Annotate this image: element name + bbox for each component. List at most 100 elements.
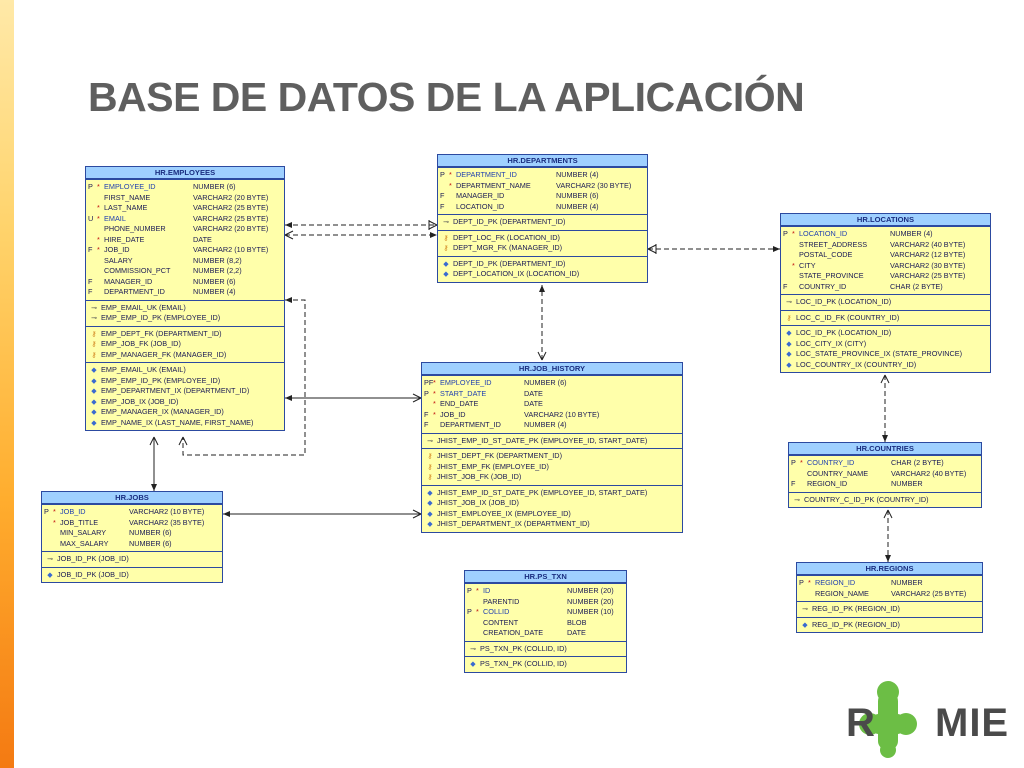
index-row[interactable]: ◆LOC_COUNTRY_IX (COUNTRY_ID) — [781, 360, 990, 371]
foreign-key-row[interactable]: ⚷EMP_DEPT_FK (DEPARTMENT_ID) — [86, 329, 284, 340]
index-row[interactable]: ◆LOC_ID_PK (LOCATION_ID) — [781, 328, 990, 339]
foreign-key-row[interactable]: ⚷JHIST_DEPT_FK (DEPARTMENT_ID) — [422, 451, 682, 462]
index-row[interactable]: ◆EMP_EMP_ID_PK (EMPLOYEE_ID) — [86, 376, 284, 387]
column-type: DATE — [524, 399, 543, 408]
key-row[interactable]: ⊸JOB_ID_PK (JOB_ID) — [42, 554, 222, 565]
column-type: VARCHAR2 (30 BYTE) — [890, 260, 966, 270]
column-name: MIN_SALARY — [60, 528, 107, 537]
index-row[interactable]: ◆EMP_JOB_IX (JOB_ID) — [86, 397, 284, 408]
column-flag: F — [783, 281, 788, 291]
index-row[interactable]: ◆EMP_NAME_IX (LAST_NAME, FIRST_NAME) — [86, 418, 284, 429]
key-row-label: EMP_EMP_ID_PK (EMPLOYEE_ID) — [101, 313, 221, 322]
index-row[interactable]: ◆LOC_CITY_IX (CITY) — [781, 339, 990, 350]
index-row-label: EMP_JOB_IX (JOB_ID) — [101, 396, 179, 406]
foreign-key-row[interactable]: ⚷EMP_MANAGER_FK (MANAGER_ID) — [86, 350, 284, 361]
index-row[interactable]: ◆JHIST_EMPLOYEE_IX (EMPLOYEE_ID) — [422, 509, 682, 520]
column-type: VARCHAR2 (10 BYTE) — [129, 507, 205, 516]
column-name: PHONE_NUMBER — [104, 224, 166, 233]
index-row[interactable]: ◆EMP_MANAGER_IX (MANAGER_ID) — [86, 407, 284, 418]
foreign-key-row[interactable]: ⚷JHIST_JOB_FK (JOB_ID) — [422, 472, 682, 483]
index-icon: ◆ — [786, 351, 792, 358]
key-row[interactable]: ⊸EMP_EMAIL_UK (EMAIL) — [86, 303, 284, 314]
table-header: HR.EMPLOYEES — [86, 167, 284, 179]
index-row[interactable]: ◆PS_TXN_PK (COLLID, ID) — [465, 659, 626, 670]
foreign-key-row[interactable]: ⚷JHIST_EMP_FK (EMPLOYEE_ID) — [422, 462, 682, 473]
index-row[interactable]: ◆DEPT_LOCATION_IX (LOCATION_ID) — [438, 269, 647, 280]
column-name: JOB_ID — [104, 245, 130, 254]
key-row[interactable]: ⊸PS_TXN_PK (COLLID, ID) — [465, 644, 626, 655]
index-row-label: JOB_ID_PK (JOB_ID) — [57, 569, 129, 579]
key-row[interactable]: ⊸JHIST_EMP_ID_ST_DATE_PK (EMPLOYEE_ID, S… — [422, 436, 682, 447]
index-row[interactable]: ◆EMP_DEPARTMENT_IX (DEPARTMENT_ID) — [86, 386, 284, 397]
foreign-key-row[interactable]: ⚷DEPT_LOC_FK (LOCATION_ID) — [438, 233, 647, 244]
index-icon: ◆ — [443, 260, 449, 268]
foreign-key-icon: ⚷ — [443, 234, 449, 242]
foreign-key-row[interactable]: ⚷LOC_C_ID_FK (COUNTRY_ID) — [781, 313, 990, 324]
index-row[interactable]: ◆JHIST_EMP_ID_ST_DATE_PK (EMPLOYEE_ID, S… — [422, 488, 682, 499]
key-row[interactable]: ⊸EMP_EMP_ID_PK (EMPLOYEE_ID) — [86, 313, 284, 324]
index-row[interactable]: ◆EMP_EMAIL_UK (EMAIL) — [86, 365, 284, 376]
column-type: VARCHAR2 (25 BYTE) — [193, 203, 269, 212]
index-row[interactable]: ◆DEPT_ID_PK (DEPARTMENT_ID) — [438, 259, 647, 270]
index-row[interactable]: ◆JHIST_JOB_IX (JOB_ID) — [422, 498, 682, 509]
index-row[interactable]: ◆REG_ID_PK (REGION_ID) — [797, 620, 982, 631]
key-row[interactable]: ⊸DEPT_ID_PK (DEPARTMENT_ID) — [438, 217, 647, 228]
index-row[interactable]: ◆JHIST_DEPARTMENT_IX (DEPARTMENT_ID) — [422, 519, 682, 530]
index-row[interactable]: ◆JOB_ID_PK (JOB_ID) — [42, 570, 222, 581]
foreign-key-row[interactable]: ⚷EMP_JOB_FK (JOB_ID) — [86, 339, 284, 350]
key-row[interactable]: ⊸COUNTRY_C_ID_PK (COUNTRY_ID) — [789, 495, 981, 506]
index-row[interactable]: ◆LOC_STATE_PROVINCE_IX (STATE_PROVINCE) — [781, 349, 990, 360]
key-row[interactable]: ⊸REG_ID_PK (REGION_ID) — [797, 604, 982, 615]
key-row[interactable]: ⊸LOC_ID_PK (LOCATION_ID) — [781, 297, 990, 308]
foreign-key-row[interactable]: ⚷DEPT_MGR_FK (MANAGER_ID) — [438, 243, 647, 254]
